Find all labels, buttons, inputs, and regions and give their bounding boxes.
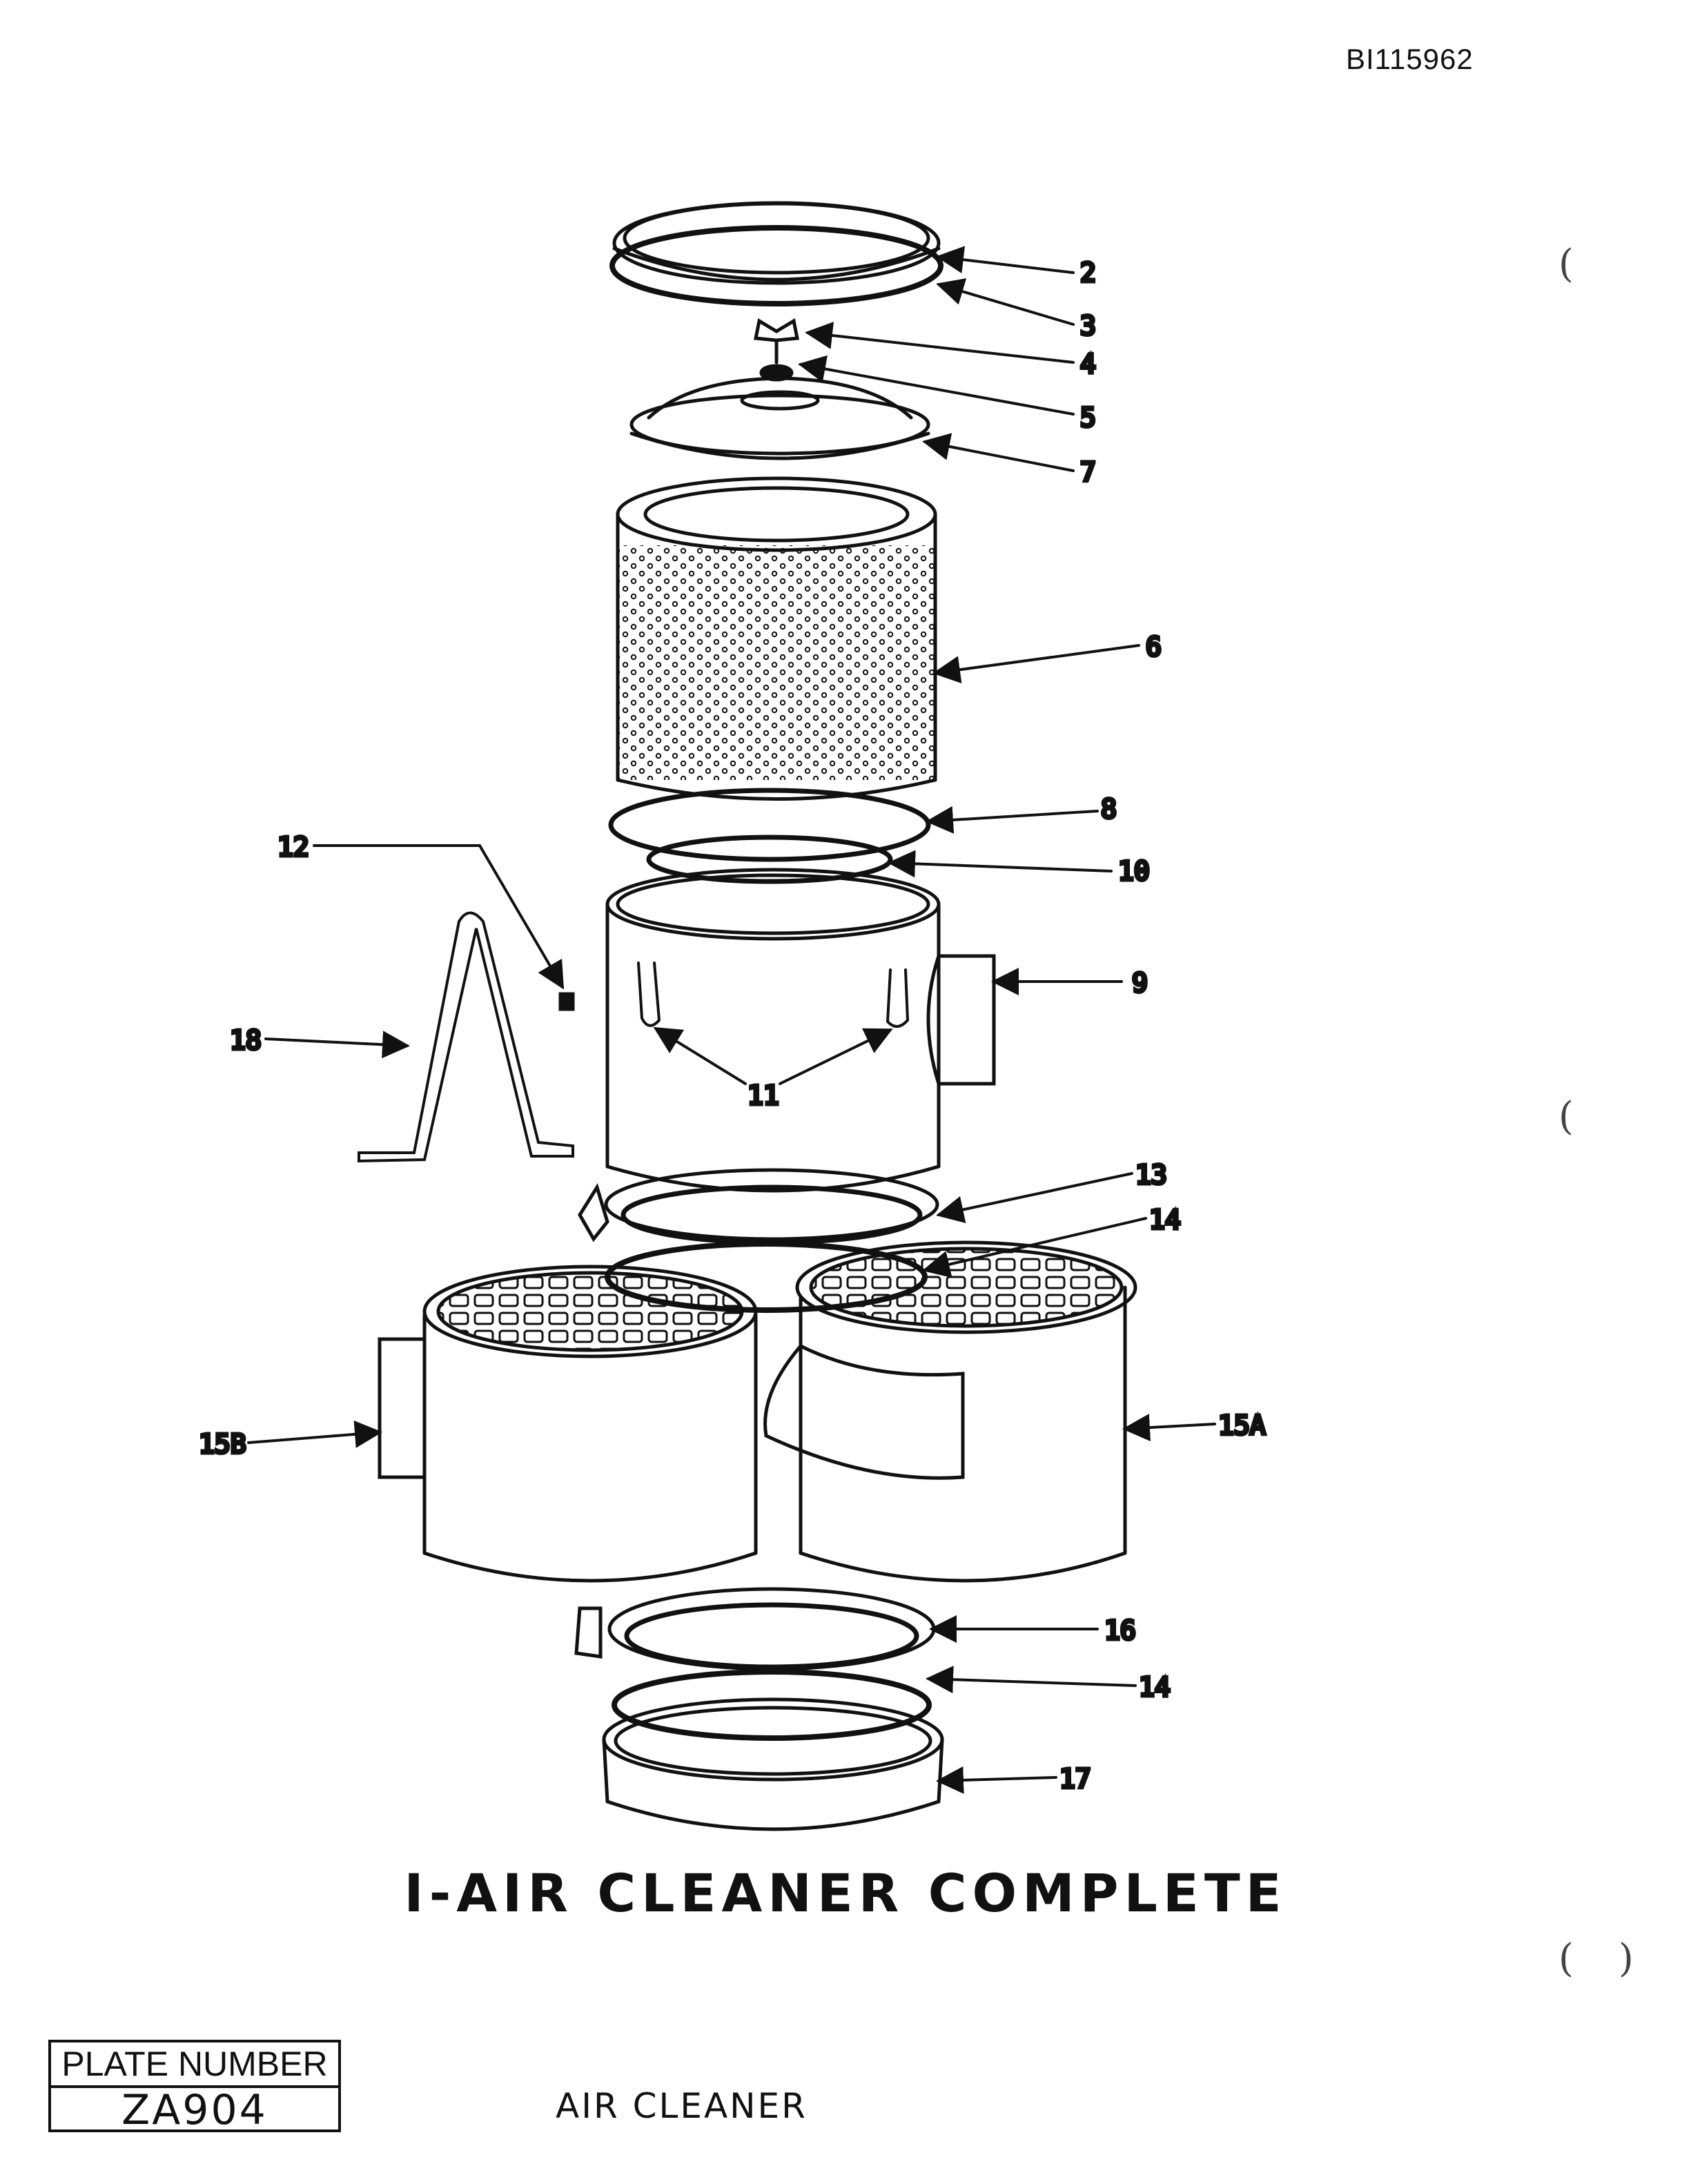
margin-mark: ( (1558, 1094, 1574, 1139)
callout-11: 11 (747, 1080, 779, 1111)
margin-mark: ( (1558, 1936, 1574, 1981)
plate-number-box: PLATE NUMBER ZA904 (48, 2040, 341, 2132)
document-id: BI115962 (1346, 43, 1474, 75)
diagram-title: I-AIR CLEANER COMPLETE (404, 1862, 1287, 1924)
part-fitting (558, 992, 575, 1011)
part-cover-gasket (609, 225, 944, 306)
callout-8: 8 (1101, 794, 1117, 824)
part-body (605, 868, 996, 1193)
plate-number-label: PLATE NUMBER (51, 2042, 338, 2088)
part-lower-body-15A (763, 1240, 1137, 1583)
part-baffle-cover (629, 376, 930, 460)
callout-9: 9 (1132, 968, 1148, 998)
callout-10: 10 (1118, 856, 1150, 886)
plate-number-value: ZA904 (121, 2086, 268, 2134)
caption: AIR CLEANER (556, 2086, 808, 2126)
callout-14-upper: 14 (1149, 1205, 1181, 1235)
callout-3: 3 (1080, 311, 1096, 341)
callout-17: 17 (1059, 1764, 1091, 1794)
part-lower-body-15B (378, 1265, 758, 1583)
part-filter-element (616, 476, 937, 801)
callout-6: 6 (1146, 632, 1162, 662)
margin-mark: ( (1558, 242, 1574, 286)
part-bracket (358, 911, 574, 1163)
callout-16: 16 (1104, 1615, 1136, 1646)
callout-7: 7 (1080, 457, 1096, 487)
callout-15A: 15A (1218, 1410, 1266, 1441)
part-wing-nut (754, 318, 799, 364)
callout-14-lower: 14 (1139, 1672, 1171, 1702)
callout-5: 5 (1080, 402, 1096, 433)
callout-2: 2 (1080, 257, 1096, 288)
margin-mark: ) (1619, 1936, 1634, 1981)
part-oil-cup (602, 1697, 944, 1831)
leader-lines (247, 246, 1216, 1794)
callout-15B: 15B (199, 1429, 246, 1459)
callout-12: 12 (277, 832, 309, 862)
callout-18: 18 (230, 1025, 262, 1055)
callout-4: 4 (1080, 349, 1096, 379)
part-cover (612, 201, 941, 285)
callout-13: 13 (1135, 1160, 1167, 1190)
part-body-clamps (637, 962, 910, 1028)
part-cup-clamp (574, 1587, 936, 1671)
part-cup-gasket (612, 1669, 932, 1741)
